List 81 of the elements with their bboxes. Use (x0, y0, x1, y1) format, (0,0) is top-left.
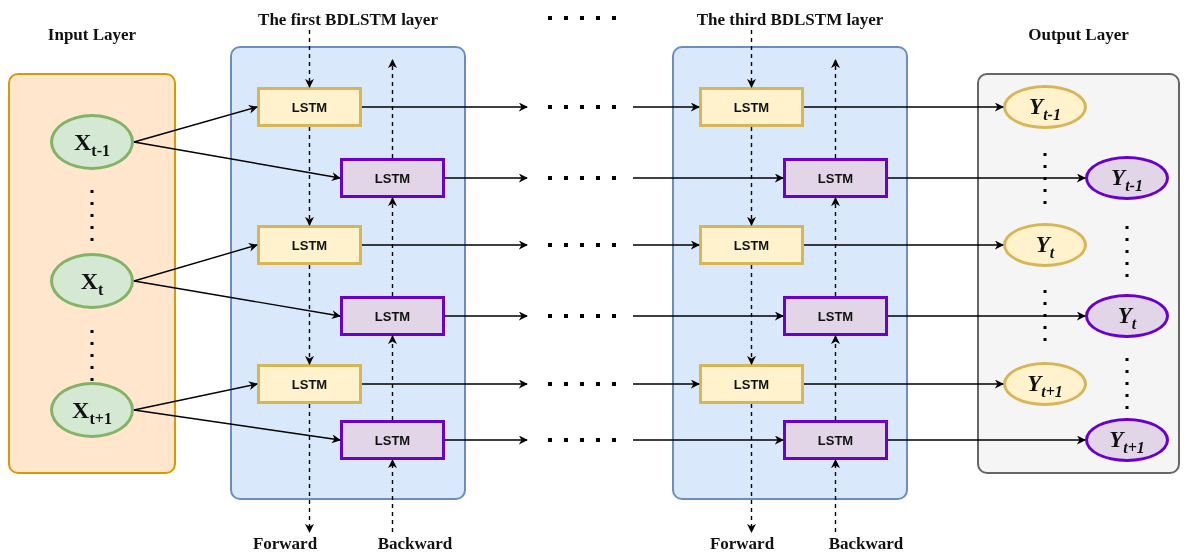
arrow (632, 240, 700, 250)
dashed-arrow (305, 126, 314, 226)
layer-title: The third BDLSTM layer (695, 10, 885, 30)
lstm-cell (699, 364, 804, 404)
arrow (803, 240, 1004, 250)
arrow (361, 240, 528, 250)
arrow (887, 435, 1086, 445)
cell-label: LSTM (733, 99, 770, 115)
dashed-arrow (305, 264, 314, 365)
lstm-cell (257, 225, 362, 265)
layer-title: Output Layer (1027, 25, 1130, 45)
arrow (444, 173, 528, 183)
node-label: Y$_{t+1}$ (1109, 427, 1145, 453)
dashed-arrow (305, 403, 314, 533)
node-label: X$_{t+1}$ (72, 396, 112, 424)
lstm-cell (699, 87, 804, 127)
node-label: X$_{t-1}$ (74, 128, 110, 156)
direction-label: Forward (240, 532, 330, 556)
dashed-arrow (831, 59, 840, 159)
dashed-arrow (388, 459, 397, 533)
arrow (133, 280, 341, 320)
arrow (632, 311, 784, 321)
direction-label: Backward (813, 532, 919, 556)
cell-label: LSTM (817, 170, 854, 186)
lstm-cell (340, 420, 445, 460)
dashed-arrow (831, 335, 840, 421)
dashed-arrow (747, 403, 756, 533)
lstm-cell (340, 158, 445, 198)
arrow (361, 102, 528, 112)
arrow (887, 173, 1086, 183)
node-label: Y$_{t+1}$ (1027, 371, 1063, 397)
cell-label: LSTM (817, 308, 854, 324)
arrow (133, 141, 341, 182)
arrow (632, 435, 784, 445)
cell-label: LSTM (291, 376, 328, 392)
dashed-arrow (747, 264, 756, 365)
arrow (133, 409, 341, 444)
arrow (632, 379, 700, 389)
node-label: Y$_{t}$ (1035, 232, 1055, 258)
node-label: Y$_{t-1}$ (1111, 165, 1143, 191)
dashed-arrow (747, 29, 756, 88)
lstm-cell (783, 158, 888, 198)
cell-label: LSTM (374, 308, 411, 324)
node-label: X$_{t}$ (80, 267, 104, 295)
arrow (803, 102, 1004, 112)
dashed-arrow (831, 459, 840, 533)
node-label: Y$_{t}$ (1117, 303, 1137, 329)
lstm-cell (257, 364, 362, 404)
cell-label: LSTM (374, 432, 411, 448)
arrow (632, 102, 700, 112)
layer-title: Input Layer (46, 25, 138, 45)
arrow (133, 104, 258, 143)
arrow (444, 311, 528, 321)
arrow (887, 311, 1086, 321)
node-label: Y$_{t-1}$ (1029, 94, 1061, 120)
cell-label: LSTM (733, 237, 770, 253)
arrow (361, 379, 528, 389)
lstm-cell (783, 296, 888, 336)
layer-title: The first BDLSTM layer (257, 10, 439, 30)
dashed-arrow (305, 29, 314, 88)
dashed-arrow (388, 197, 397, 297)
direction-label: Forward (697, 532, 787, 556)
cell-label: LSTM (291, 237, 328, 253)
lstm-cell (257, 87, 362, 127)
arrow (133, 242, 258, 282)
dashed-arrow (831, 197, 840, 297)
cell-label: LSTM (733, 376, 770, 392)
lstm-cell (340, 296, 445, 336)
cell-label: LSTM (817, 432, 854, 448)
arrow (803, 379, 1004, 389)
arrow (444, 435, 528, 445)
cell-label: LSTM (291, 99, 328, 115)
lstm-cell (783, 420, 888, 460)
arrow (632, 173, 784, 183)
cell-label: LSTM (374, 170, 411, 186)
dashed-arrow (388, 335, 397, 421)
dashed-arrow (747, 126, 756, 226)
direction-label: Backward (362, 532, 468, 556)
lstm-cell (699, 225, 804, 265)
dashed-arrow (388, 59, 397, 159)
arrow (133, 381, 258, 411)
